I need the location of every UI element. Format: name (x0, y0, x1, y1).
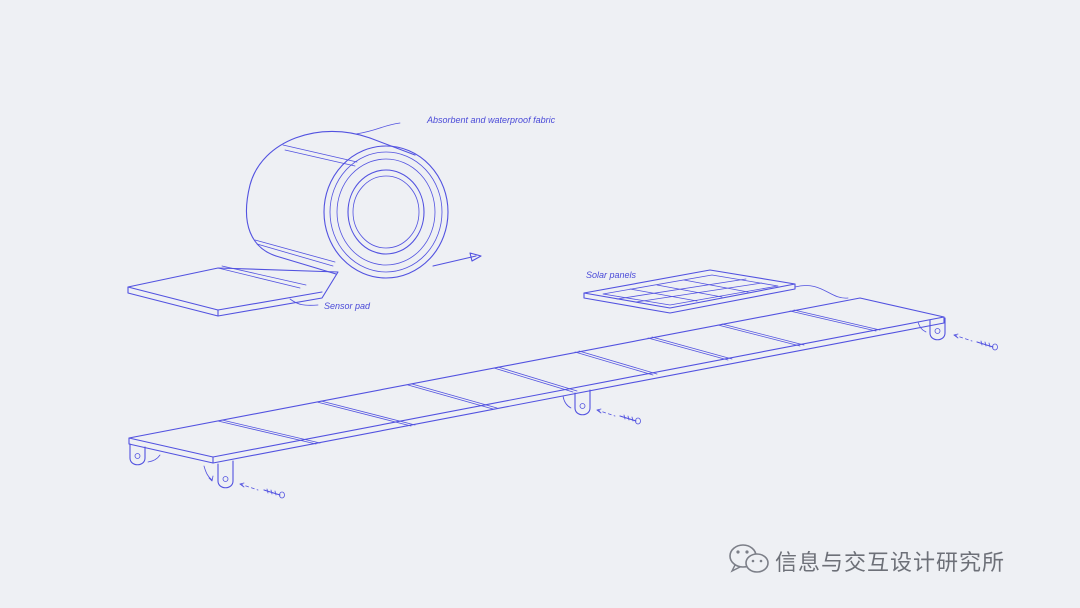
watermark-text: 信息与交互设计研究所 (775, 551, 1006, 576)
solar-panels-label: Solar panels (586, 270, 637, 280)
flat-sensor-pads-top (127, 122, 401, 317)
screw-middle (596, 408, 641, 425)
mounting-tab-left-front (129, 443, 161, 466)
solar-panel (583, 269, 849, 314)
sensor-pad-label: Sensor pad (324, 301, 371, 311)
mounting-tab-middle (562, 389, 591, 416)
fabric-label: Absorbent and waterproof fabric (426, 115, 556, 125)
fabric-roll (246, 130, 482, 279)
mounting-tab-right (917, 317, 946, 341)
sensor-mat-strip (128, 297, 945, 464)
screw-left (239, 482, 285, 499)
mounting-tab-left-back (203, 460, 234, 489)
wechat-icon (729, 544, 769, 573)
screw-right (953, 333, 998, 351)
